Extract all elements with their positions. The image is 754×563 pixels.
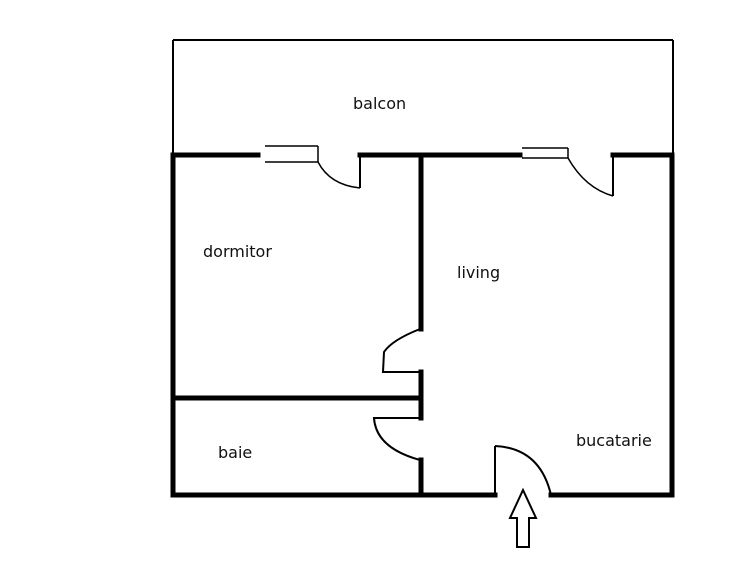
room-label-bucatarie: bucatarie xyxy=(576,431,652,450)
balcony-door-dormitor xyxy=(265,145,361,189)
balcony-door-living xyxy=(522,147,614,197)
room-label-living: living xyxy=(457,263,500,282)
balcony-outline xyxy=(172,39,674,155)
entrance-arrow-icon xyxy=(508,487,538,548)
room-label-baie: baie xyxy=(218,443,252,462)
walls xyxy=(170,152,675,498)
door-dormitor xyxy=(381,328,421,373)
room-label-balcon: balcon xyxy=(353,94,406,113)
door-baie xyxy=(372,417,421,461)
room-label-dormitor: dormitor xyxy=(203,242,272,261)
door-entrance xyxy=(494,445,552,496)
